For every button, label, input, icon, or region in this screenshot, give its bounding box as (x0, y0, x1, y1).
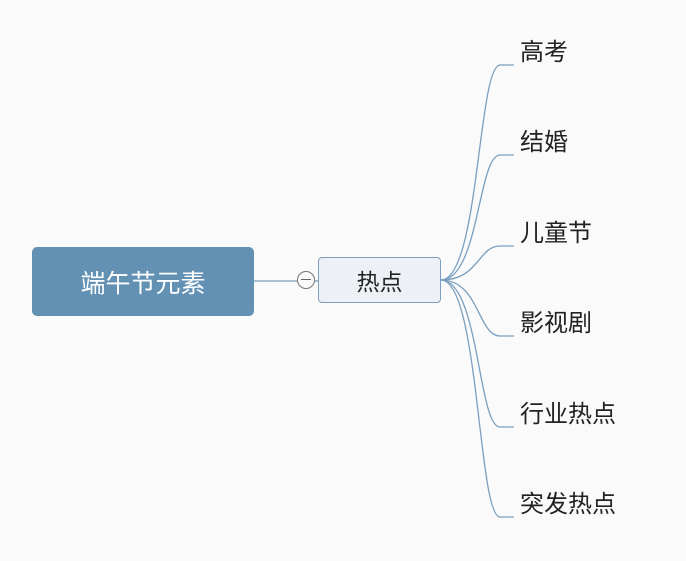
subtopic-item[interactable]: 高考 (520, 38, 568, 66)
branch-connector (440, 154, 514, 281)
main-topic-label: 热点 (356, 270, 403, 296)
main-topic[interactable]: 热点 (318, 257, 441, 303)
subtopic-item[interactable]: 行业热点 (520, 400, 616, 428)
branch-connector (440, 279, 514, 518)
subtopic-item[interactable]: 儿童节 (520, 219, 592, 247)
branch-connector (440, 279, 514, 337)
root-topic-label: 端午节元素 (80, 268, 206, 298)
branch-connector (440, 245, 514, 281)
root-topic[interactable]: 端午节元素 (32, 247, 254, 316)
subtopic-item[interactable]: 影视剧 (520, 309, 592, 337)
subtopic-item[interactable]: 突发热点 (520, 490, 616, 518)
collapse-toggle-icon[interactable] (297, 271, 315, 289)
branch-connector (440, 279, 514, 428)
subtopic-item[interactable]: 结婚 (520, 128, 568, 156)
branch-connector (440, 64, 514, 281)
